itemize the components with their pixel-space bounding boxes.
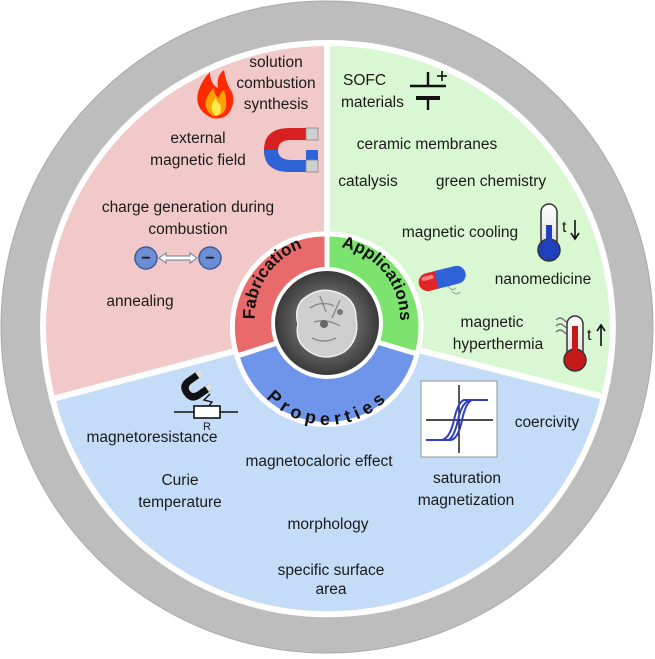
label-morphology: morphology (288, 516, 369, 533)
label-saturation-2: magnetization (418, 492, 515, 509)
particle-icon (295, 289, 358, 358)
label-annealing: annealing (106, 293, 173, 310)
svg-text:t: t (562, 219, 567, 236)
label-curie-2: temperature (138, 494, 222, 511)
label-curie-1: Curie (161, 472, 198, 489)
label-solution-1: solution (249, 54, 302, 71)
thermometer-cold-icon: t (537, 203, 580, 262)
battery-symbol-icon (410, 71, 447, 110)
label-sofc-2: materials (341, 94, 404, 111)
label-sofc-1: SOFC (343, 72, 386, 89)
label-green-chemistry: green chemistry (436, 173, 547, 190)
label-surface-1: specific surface (278, 562, 385, 579)
label-catalysis: catalysis (338, 173, 398, 190)
label-charge-2: combustion (148, 221, 227, 238)
applications-items: SOFC materials ceramic membranes catalys… (338, 71, 606, 372)
label-magnetoresistance: magnetoresistance (87, 429, 218, 446)
flame-icon (197, 70, 234, 119)
label-surface-2: area (315, 581, 346, 598)
magnetoresistance-icon: R (174, 369, 238, 433)
charge-particles-icon: − − (134, 246, 222, 270)
properties-items: R magnetoresistance coercivity magnetoca… (87, 369, 580, 598)
label-field-2: magnetic field (150, 152, 246, 169)
svg-text:R: R (203, 421, 211, 433)
label-charge-1: charge generation during (102, 199, 274, 216)
label-magnetic-cooling: magnetic cooling (402, 224, 518, 241)
label-saturation-1: saturation (433, 470, 501, 487)
label-field-1: external (170, 130, 225, 147)
label-magnetocaloric: magnetocaloric effect (245, 453, 393, 470)
label-hyperthermia-2: hyperthermia (453, 336, 544, 353)
label-solution-3: synthesis (244, 96, 309, 113)
svg-text:−: − (141, 250, 150, 267)
label-coercivity: coercivity (515, 414, 580, 431)
fabrication-items: solution combustion synthesis external m… (102, 54, 319, 310)
label-hyperthermia-1: magnetic (461, 314, 524, 331)
label-solution-2: combustion (236, 75, 315, 92)
svg-text:−: − (205, 250, 214, 267)
label-membranes: ceramic membranes (357, 136, 498, 153)
capsule-icon (418, 265, 466, 295)
label-nanomedicine: nanomedicine (495, 271, 592, 288)
thermometer-hot-icon: t (555, 315, 606, 372)
horseshoe-magnet-icon (264, 127, 319, 173)
hysteresis-loop-icon (420, 380, 498, 458)
svg-text:t: t (587, 327, 592, 344)
